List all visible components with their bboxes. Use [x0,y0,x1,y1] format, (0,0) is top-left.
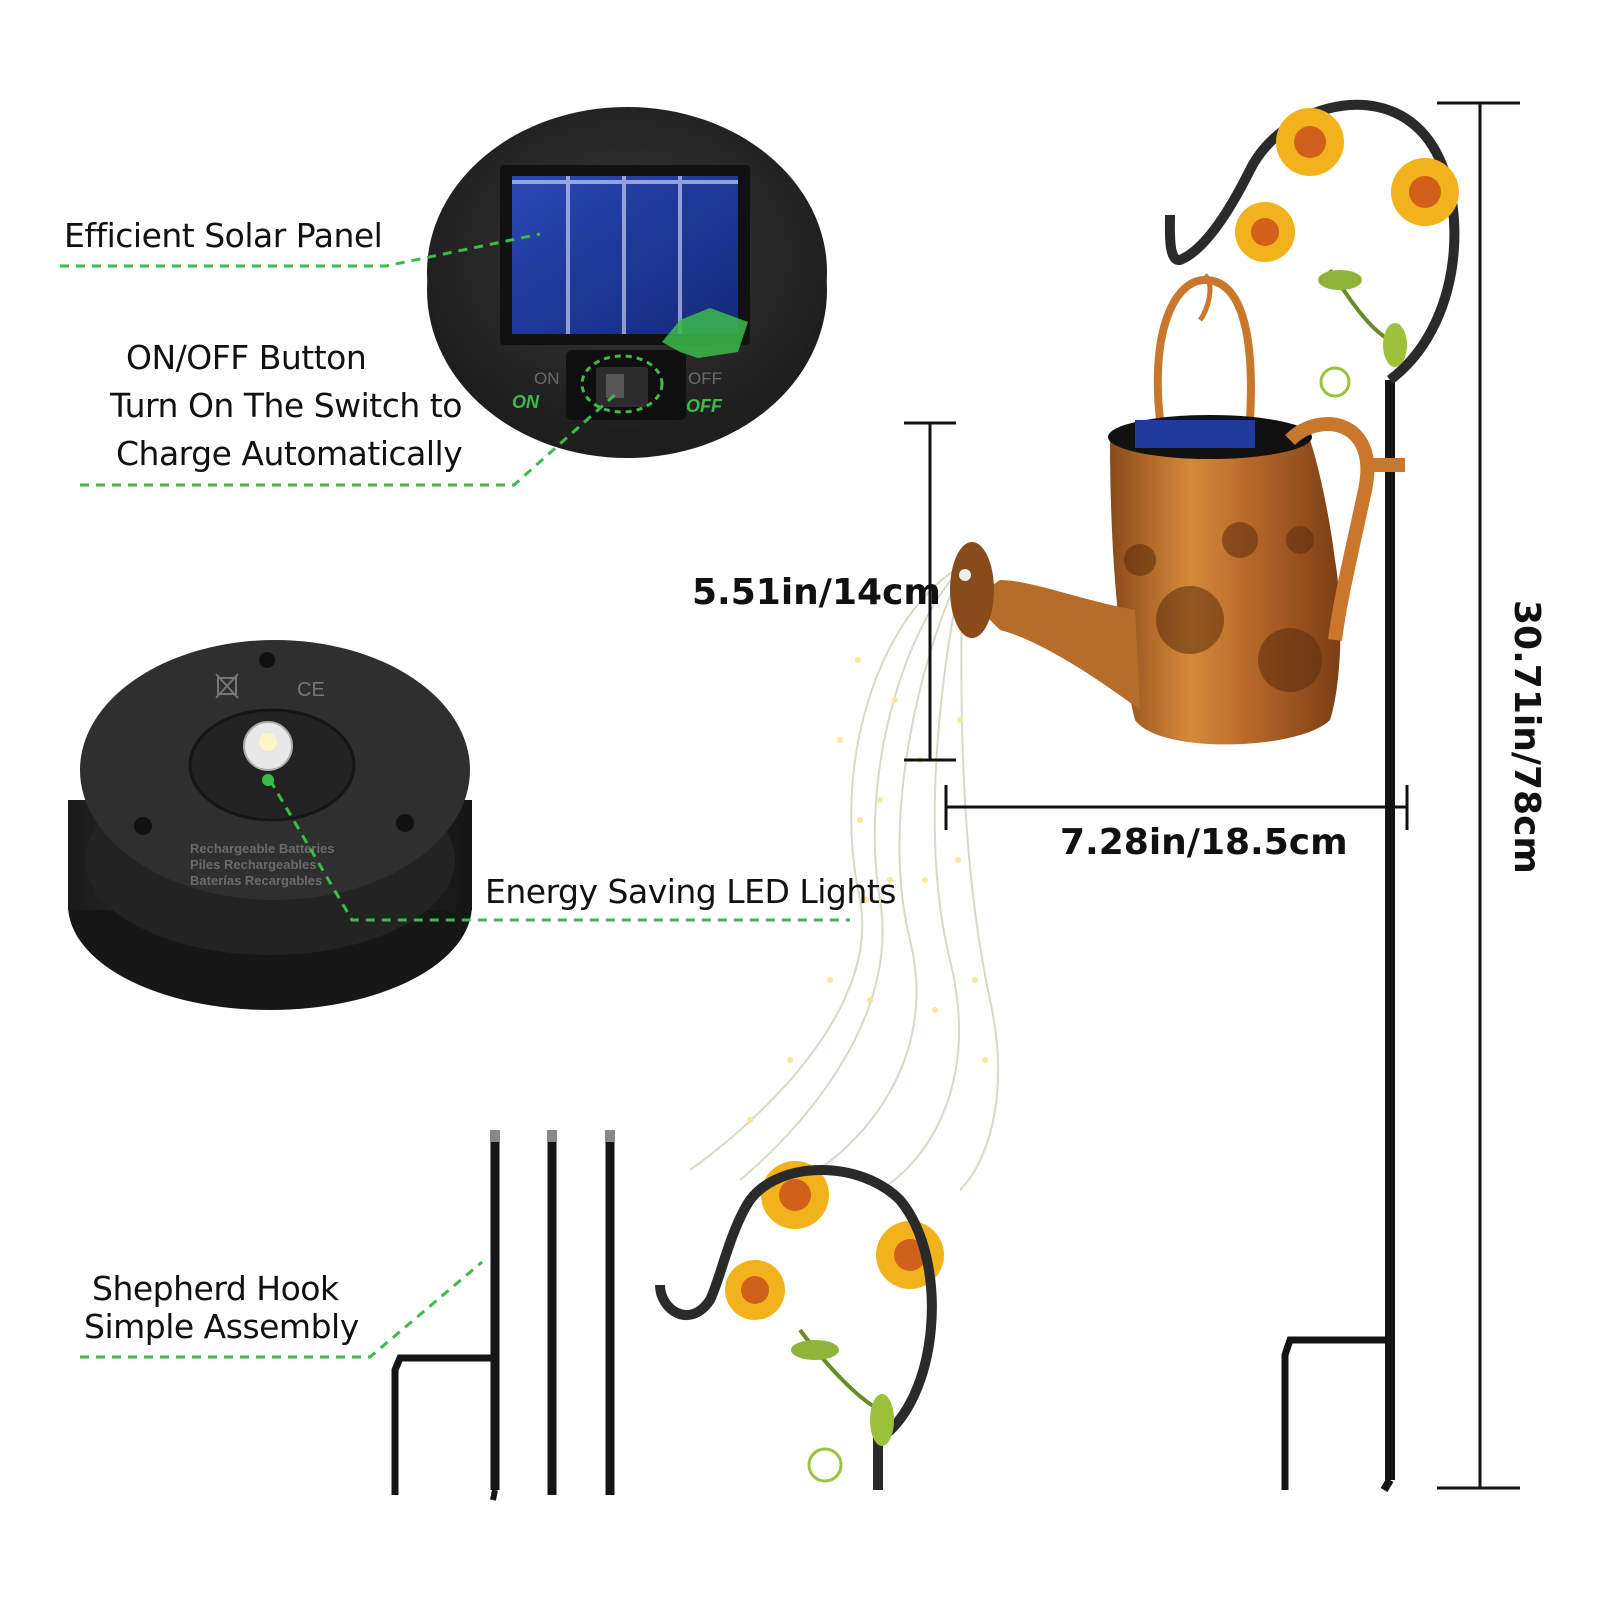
solar-cell-lines [512,176,738,334]
dimension-lines [904,101,1520,1490]
stake-pieces-image [391,1130,615,1501]
switch-off-green-label: OFF [686,396,723,416]
switch-highlight-circle [580,354,664,414]
onoff-button-callout: ON/OFF Button [126,338,367,377]
onoff-leader [80,390,619,487]
small-shepherd-hook-image [655,1165,937,1490]
battery-base-image [68,640,472,1010]
sunflower-icons [725,108,1459,1320]
shepherd-hook-callout: Shepherd Hook [92,1269,339,1308]
solar-panel-callout: Efficient Solar Panel [64,216,383,255]
callout-leader-lines [60,232,850,1359]
battery-text-line2: Piles Rechargeables [190,857,316,872]
can-height-label: 5.51in/14cm [692,572,941,613]
watering-can-image [950,275,1375,745]
onoff-switch-callout: Turn On The Switch to [110,386,462,425]
switch-on-label: ON [534,369,560,388]
solar-cap-image [427,107,827,458]
led-light-strings [689,569,1000,1191]
main-shepherd-hook-image [1164,99,1460,1493]
recycle-bin-icon [215,673,239,699]
switch-on-green-label: ON [512,392,540,412]
solar-panel-leader [60,232,541,268]
hook-leader [80,1260,483,1359]
led-lights-callout: Energy Saving LED Lights [485,872,896,911]
switch-off-label: OFF [688,369,722,388]
simple-assembly-callout: Simple Assembly [84,1307,359,1346]
hand-pointer-icon [662,308,748,358]
battery-text-line3: Baterías Recargables [190,873,322,888]
total-height-label: 30.71in/78cm [1506,600,1547,874]
onoff-charge-callout: Charge Automatically [116,434,463,473]
ce-mark: CE [297,679,325,701]
led-leader [268,779,850,922]
can-width-label: 7.28in/18.5cm [1060,822,1348,863]
battery-text-line1: Rechargeable Batteries [190,841,335,856]
